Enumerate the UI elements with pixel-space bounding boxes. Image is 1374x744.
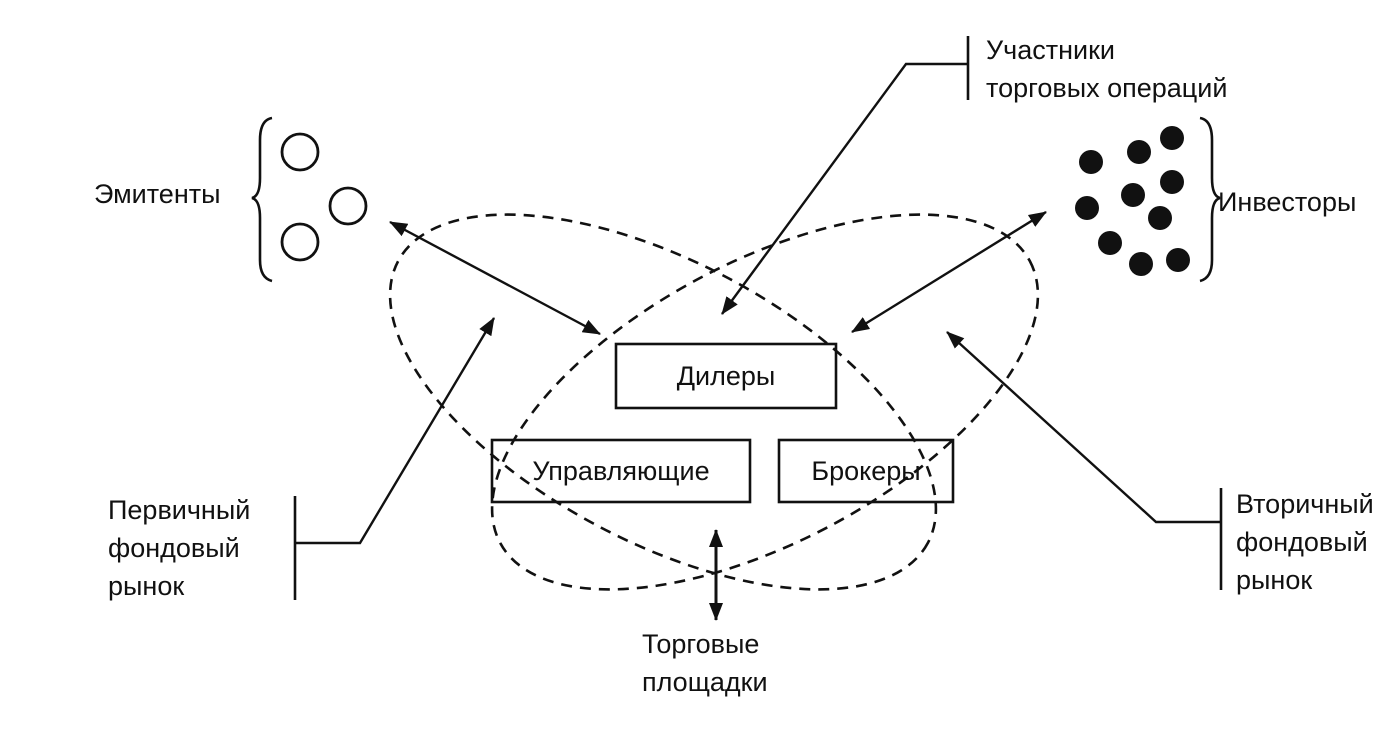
investor-dot [1075, 196, 1099, 220]
issuer-circle [328, 186, 368, 226]
secondary-leader [946, 331, 1221, 524]
dealers-label: Дилеры [676, 360, 776, 391]
secondary-label-line2: фондовый [1236, 527, 1368, 557]
investor-dot [1148, 206, 1172, 230]
platforms-label-line2: площадки [642, 667, 768, 697]
issuers-label: Эмитенты [94, 179, 221, 209]
brokers-label: Брокеры [811, 455, 921, 486]
dealers-box [614, 342, 838, 410]
primary-label-line1: Первичный [108, 495, 251, 525]
investor-dot [1098, 231, 1122, 255]
investor-dot [1160, 126, 1184, 150]
investor-dot [1079, 150, 1103, 174]
platforms-label-line1: Торговые [642, 629, 760, 659]
issuers-arrow [389, 220, 601, 336]
secondary-label-line3: рынок [1236, 565, 1313, 595]
investor-dot [1129, 252, 1153, 276]
primary-leader [295, 317, 496, 545]
brokers-box [777, 438, 955, 504]
investor-dot [1166, 248, 1190, 272]
investors-brace [1199, 116, 1221, 283]
investors-label: Инвесторы [1218, 187, 1357, 217]
investors-arrow [851, 210, 1047, 334]
participants-label-line2: торговых операций [986, 73, 1228, 103]
participants-label-line1: Участники [986, 35, 1115, 65]
managers-box [490, 438, 752, 504]
investor-dot [1121, 183, 1145, 207]
investor-dot [1127, 140, 1151, 164]
participants-leader [721, 62, 968, 315]
primary-label-line2: фондовый [108, 533, 240, 563]
issuer-circle [280, 132, 320, 172]
issuer-circle [280, 222, 320, 262]
secondary-label-line1: Вторичный [1236, 489, 1374, 519]
investor-dot [1160, 170, 1184, 194]
managers-label: Управляющие [532, 455, 710, 486]
primary-label-line3: рынок [108, 571, 185, 601]
issuers-brace [251, 116, 273, 283]
